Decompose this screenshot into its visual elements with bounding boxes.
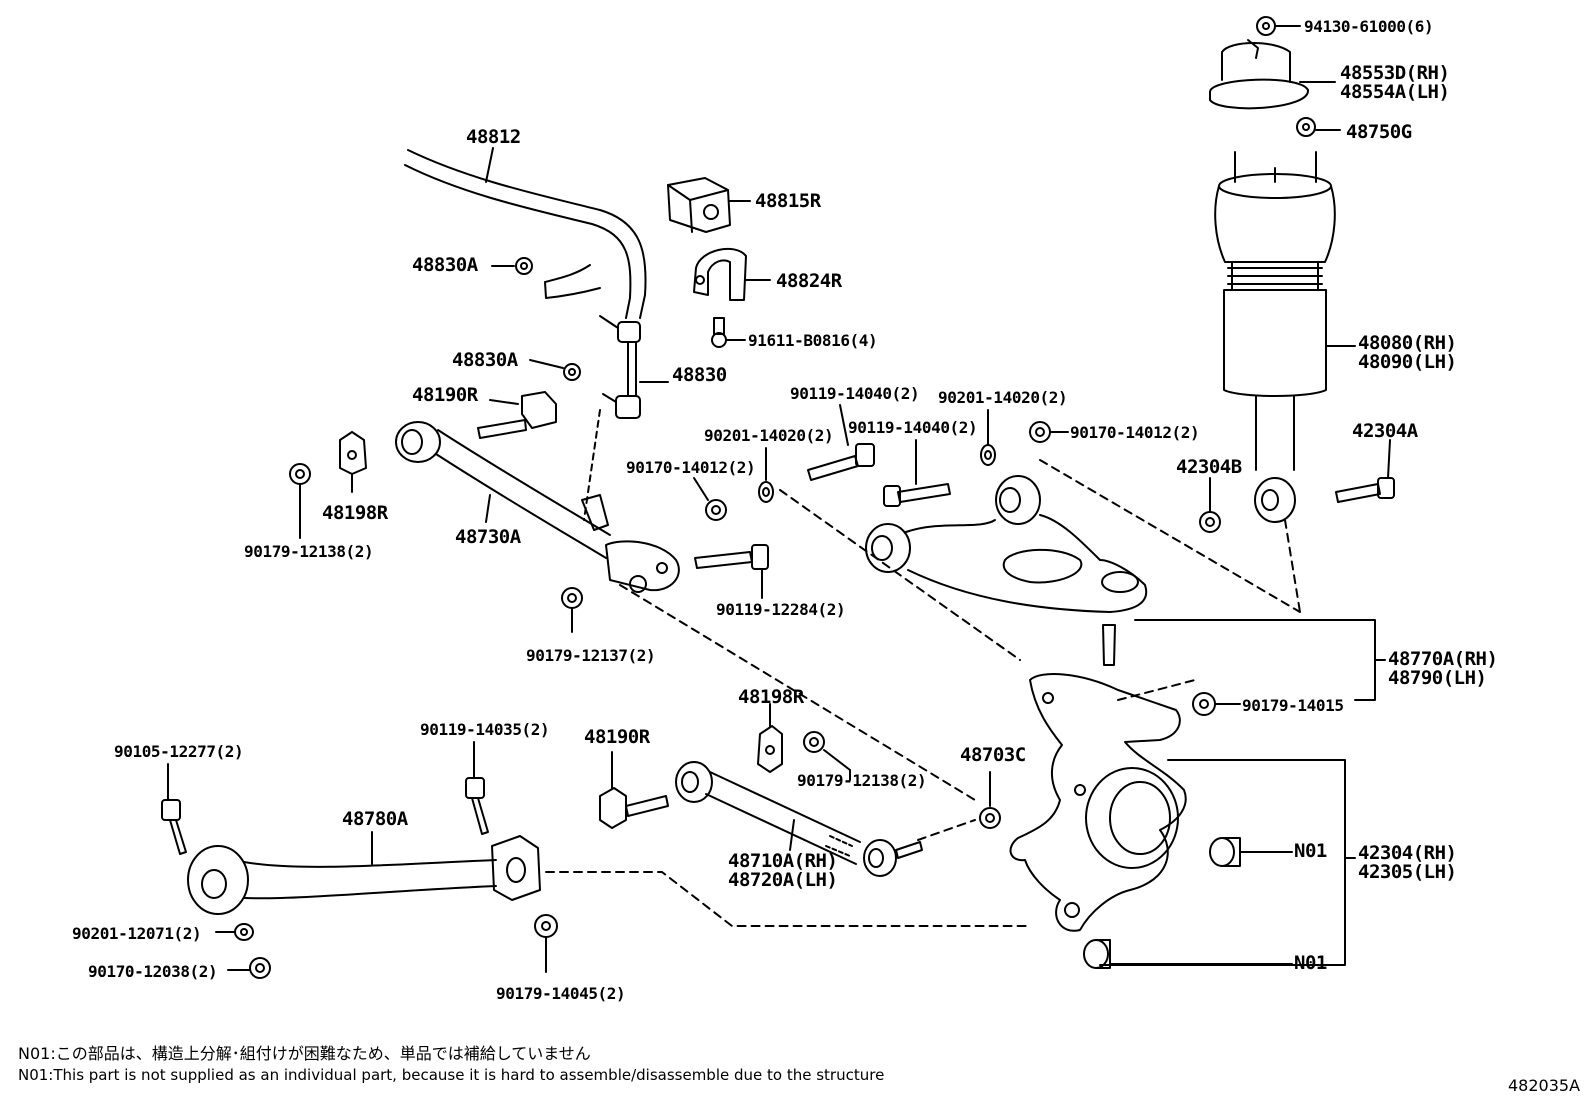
knuckle-42304 [1009, 673, 1356, 966]
air-strut-48080 [1214, 151, 1356, 523]
label-48824r[interactable]: 48824R [776, 270, 842, 292]
label-n01-a[interactable]: N01 [1294, 840, 1327, 862]
bolt-90119-14040-a [807, 404, 875, 481]
nut-48750g [1296, 117, 1341, 137]
toe-arm-48710a [675, 761, 923, 877]
label-42304a[interactable]: 42304A [1352, 420, 1418, 442]
footnote-en: N01:This part is not supplied as an indi… [18, 1066, 885, 1084]
label-90179-12138-lower[interactable]: 90179-12138(2) [797, 771, 927, 790]
label-90201-14020-a[interactable]: 90201-14020(2) [704, 426, 834, 445]
label-42304-rh: 42304(RH) [1358, 842, 1457, 864]
washer-90201-12071 [215, 923, 254, 941]
bushing-n01-b [1083, 939, 1293, 969]
label-48790: 48790(LH) [1388, 667, 1487, 689]
label-90179-14045[interactable]: 90179-14045(2) [496, 984, 626, 1003]
lower-arm-48730a [395, 421, 680, 593]
label-upper-arm[interactable]: 48770A(RH) 48790(LH) [1388, 648, 1498, 689]
label-90179-12137[interactable]: 90179-12137(2) [526, 646, 656, 665]
guide-line-strut [1039, 459, 1301, 613]
bolt-90105-12277 [161, 763, 187, 855]
bushing-48815r [667, 177, 751, 233]
label-48090: 48090(LH) [1358, 351, 1457, 373]
nut-90170-14012-b [1029, 421, 1069, 443]
label-48815r[interactable]: 48815R [755, 190, 821, 212]
label-90119-14040-a[interactable]: 90119-14040(2) [790, 384, 920, 403]
label-48190r-lower[interactable]: 48190R [584, 726, 650, 748]
cam-bolt-48190r-lower [599, 751, 669, 829]
label-48780a[interactable]: 48780A [342, 808, 408, 830]
stabilizer-bar [404, 147, 647, 319]
label-90170-14012-a[interactable]: 90170-14012(2) [626, 458, 756, 477]
label-42304b[interactable]: 42304B [1176, 456, 1242, 478]
label-48710a: 48710A(RH) [728, 850, 838, 872]
nut-90179-14045 [534, 914, 558, 973]
label-strut-mount[interactable]: 48553D(RH) 48554A(LH) [1340, 62, 1450, 103]
cam-bolt-48190r [477, 391, 557, 439]
label-90105-12277[interactable]: 90105-12277(2) [114, 742, 244, 761]
label-toe-arm[interactable]: 48710A(RH) 48720A(LH) [728, 850, 838, 891]
label-90179-12138-top[interactable]: 90179-12138(2) [244, 542, 374, 561]
label-knuckle[interactable]: 42304(RH) 42305(LH) [1358, 842, 1457, 883]
bolt-91611 [711, 317, 746, 348]
nut-48830a-top [491, 257, 533, 275]
label-90201-14020-b[interactable]: 90201-14020(2) [938, 388, 1068, 407]
label-91611-b0816[interactable]: 91611-B0816(4) [748, 331, 878, 350]
trailing-arm-48780a [187, 831, 1031, 927]
nut-90179-12137 [561, 584, 976, 801]
label-42305-lh: 42305(LH) [1358, 861, 1457, 883]
label-48198r-top[interactable]: 48198R [322, 502, 388, 524]
cam-plate-48198r-lower [757, 703, 783, 773]
label-90201-12071[interactable]: 90201-12071(2) [72, 924, 202, 943]
label-48553d: 48553D(RH) [1340, 62, 1450, 84]
bolt-90119-12284 [694, 544, 769, 599]
label-48830[interactable]: 48830 [672, 364, 727, 386]
bushing-n01-a [1209, 837, 1293, 867]
label-air-strut[interactable]: 48080(RH) 48090(LH) [1358, 332, 1457, 373]
bolt-90119-14040-b [883, 439, 951, 507]
label-48750g[interactable]: 48750G [1346, 121, 1412, 143]
diagram-id: 482035A [1508, 1076, 1581, 1095]
bolt-42304a [1335, 439, 1395, 503]
label-90179-14015[interactable]: 90179-14015 [1242, 696, 1344, 715]
nut-90179-12138-top [289, 463, 311, 539]
nut-90179-14015 [1117, 679, 1241, 716]
bracket-48824r [693, 247, 771, 301]
nut-42304b [1199, 477, 1221, 533]
nut-48703c [917, 771, 1001, 841]
stabilizer-link [583, 315, 669, 521]
label-48554a: 48554A(LH) [1340, 81, 1450, 103]
strut-mount [1209, 16, 1336, 110]
nut-90170-14012-a [693, 477, 727, 521]
footnote-jp: N01:この部品は、構造上分解･組付けが困難なため、単品では補給していません [18, 1044, 591, 1063]
bolt-90119-14035 [465, 741, 489, 835]
label-90170-12038[interactable]: 90170-12038(2) [88, 962, 218, 981]
label-90119-14040-b[interactable]: 90119-14040(2) [848, 418, 978, 437]
nut-48830a-mid [529, 359, 581, 381]
label-48190r-top[interactable]: 48190R [412, 384, 478, 406]
upper-arm-48770a [865, 475, 1386, 701]
nut-90170-12038 [227, 957, 271, 979]
cam-plate-48198r [339, 431, 367, 493]
label-48730a[interactable]: 48730A [455, 526, 521, 548]
label-90170-14012-b[interactable]: 90170-14012(2) [1070, 423, 1200, 442]
label-n01-b[interactable]: N01 [1294, 952, 1327, 974]
label-90119-12284[interactable]: 90119-12284(2) [716, 600, 846, 619]
label-90119-14035[interactable]: 90119-14035(2) [420, 720, 550, 739]
washer-90201-14020-a [758, 447, 1021, 661]
label-48080: 48080(RH) [1358, 332, 1457, 354]
label-48720a: 48720A(LH) [728, 869, 838, 891]
label-94130-61000[interactable]: 94130-61000(6) [1304, 17, 1434, 36]
label-48703c[interactable]: 48703C [960, 744, 1026, 766]
label-48812[interactable]: 48812 [466, 126, 521, 148]
label-48830a-mid[interactable]: 48830A [452, 349, 518, 371]
washer-90201-14020-b [980, 409, 996, 466]
label-48198r-lower[interactable]: 48198R [738, 686, 804, 708]
nut-90179-12138-lower [803, 731, 851, 781]
label-48770a: 48770A(RH) [1388, 648, 1498, 670]
label-48830a-top[interactable]: 48830A [412, 254, 478, 276]
